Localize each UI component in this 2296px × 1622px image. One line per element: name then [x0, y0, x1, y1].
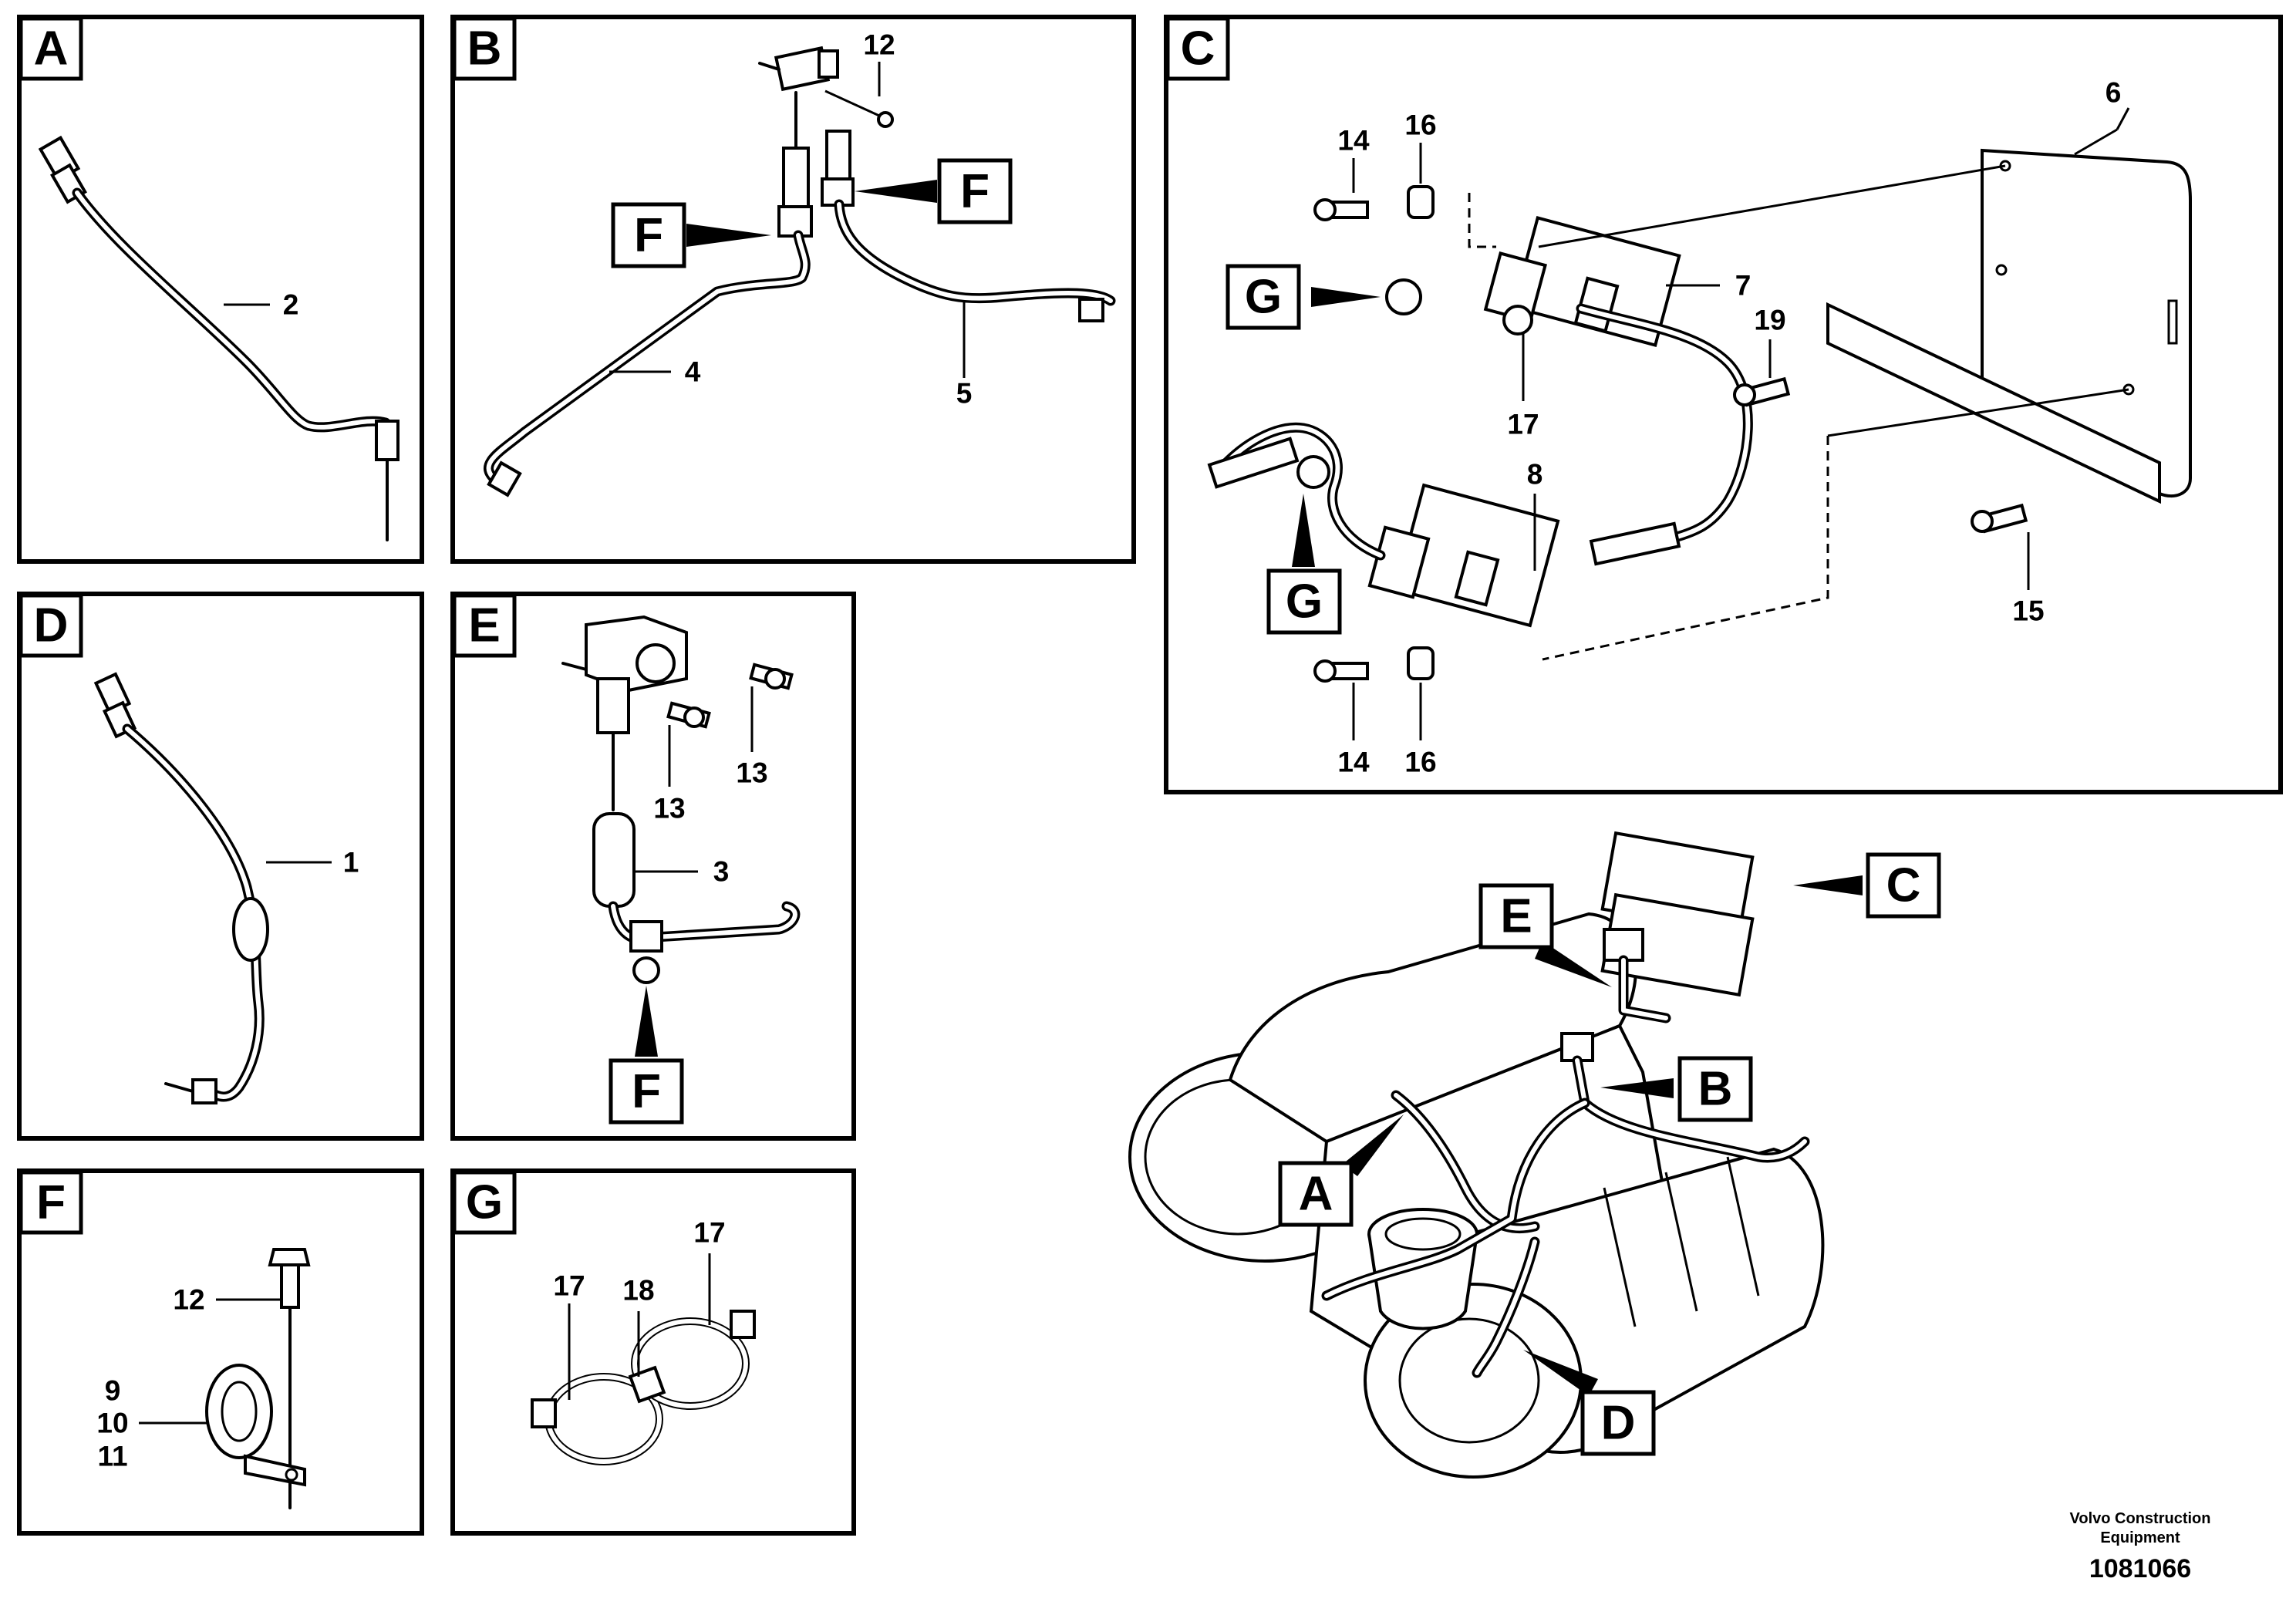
drawing-number: 1081066	[2089, 1554, 2191, 1583]
overview-assembly: C E B A D	[1128, 831, 1941, 1479]
callout-2: 2	[283, 289, 299, 321]
ref-f-tag: F	[634, 209, 663, 262]
overview-tag-d: D	[1601, 1397, 1636, 1450]
callout-14-bottom: 14	[1337, 747, 1370, 778]
panel-b-label: B	[467, 22, 502, 76]
ref-g-top: G	[1226, 264, 1533, 336]
sensor-harness-2	[38, 135, 400, 541]
callout-8: 8	[1527, 459, 1543, 491]
panel-a-label: A	[34, 22, 69, 76]
panel-d-label: D	[34, 599, 69, 653]
cable-clips	[531, 1310, 756, 1465]
ref-f-tag: F	[632, 1065, 661, 1118]
callout-3: 3	[713, 856, 730, 888]
panel-c: C 6 7 8	[1164, 15, 2283, 794]
mounting-bracket-6	[1826, 148, 2192, 504]
callout-11: 11	[97, 1441, 127, 1472]
sensor-harness-1	[93, 672, 269, 1104]
ref-g-tag: G	[1245, 271, 1282, 324]
callout-13-left: 13	[653, 793, 685, 824]
pressure-sensor	[758, 46, 894, 128]
callout-17: 17	[1507, 409, 1539, 440]
overview-tag-a: A	[1299, 1168, 1333, 1221]
ref-g-tag: G	[1286, 575, 1323, 629]
overview-tag-e: E	[1500, 890, 1532, 943]
ref-f-right: F	[855, 158, 1013, 224]
callout-6: 6	[2106, 77, 2122, 109]
callout-10: 10	[96, 1408, 128, 1439]
panel-f: F 12 9 10 11	[17, 1168, 424, 1536]
panel-d: D 1	[17, 592, 424, 1141]
callout-16-top: 16	[1404, 110, 1436, 141]
callout-17-left: 17	[553, 1270, 585, 1302]
callout-5: 5	[956, 378, 973, 410]
control-unit-8	[1207, 422, 1560, 628]
pipe-5	[821, 130, 1116, 322]
bolts-and-spacers	[1313, 185, 2028, 683]
callout-14-top: 14	[1337, 125, 1370, 157]
panel-c-label: C	[1181, 22, 1215, 76]
panel-g: G 17 18 17	[450, 1168, 856, 1536]
callout-13-right: 13	[736, 757, 767, 789]
callout-15: 15	[2012, 595, 2044, 627]
panel-e-label: E	[468, 599, 500, 653]
callout-9: 9	[105, 1375, 121, 1407]
panel-e: E 13 13 3 F	[450, 592, 856, 1141]
callout-19: 19	[1754, 305, 1785, 336]
callout-4: 4	[685, 356, 701, 388]
panel-a: A 2	[17, 15, 424, 564]
ref-f-tag: F	[960, 165, 990, 218]
panel-b: B 12 4 5	[450, 15, 1136, 564]
callout-12-f: 12	[173, 1284, 204, 1316]
callout-17-right: 17	[693, 1217, 725, 1249]
callout-12-b: 12	[863, 29, 895, 61]
callout-16-bottom: 16	[1404, 747, 1436, 778]
panel-f-label: F	[36, 1176, 66, 1229]
panel-g-label: G	[466, 1176, 503, 1229]
ref-g-bottom: G	[1266, 455, 1342, 635]
callout-18: 18	[622, 1275, 654, 1307]
overview-tag-b: B	[1698, 1063, 1733, 1116]
footer: Volvo Construction Equipment 1081066	[2070, 1510, 2211, 1583]
ref-f-e: F	[609, 986, 684, 1125]
callout-7: 7	[1735, 270, 1752, 302]
pressure-sensor-e	[561, 615, 794, 811]
callout-1: 1	[343, 847, 359, 878]
pipe-4	[484, 91, 813, 497]
overview-tag-c: C	[1886, 859, 1921, 912]
ref-f-left: F	[611, 202, 771, 268]
pipe-3	[592, 812, 801, 984]
company-name-line2: Equipment	[2100, 1529, 2180, 1546]
company-name-line1: Volvo Construction	[2070, 1510, 2211, 1527]
clamp-assembly	[205, 1248, 311, 1509]
